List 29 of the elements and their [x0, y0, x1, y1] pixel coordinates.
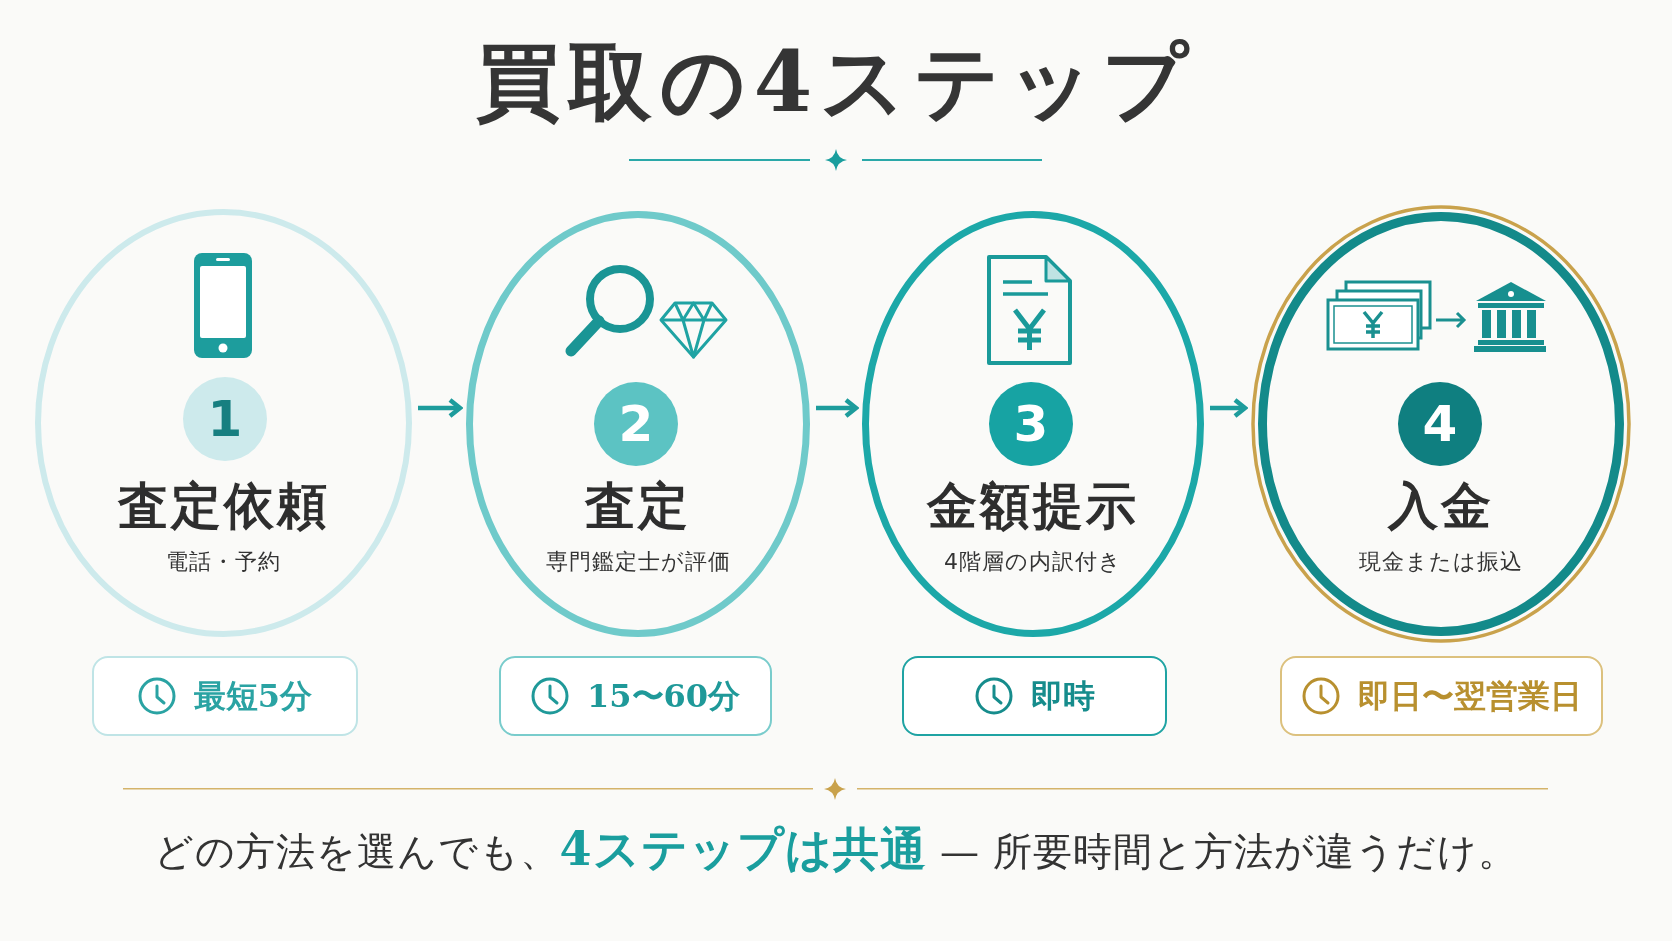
step-number-circle: 3 — [989, 382, 1073, 466]
duration-pill — [1280, 656, 1603, 736]
step-circle — [862, 211, 1204, 637]
duration-text: 最短5分 — [193, 676, 313, 716]
duration-text: 即時 — [1030, 676, 1095, 716]
duration-pill — [902, 656, 1167, 736]
step-circle — [35, 209, 412, 637]
duration-pill — [499, 656, 772, 736]
step-circle — [1251, 205, 1631, 643]
step-number-circle: 1 — [183, 377, 267, 461]
duration-text: 即日〜翌営業日 — [1357, 676, 1582, 716]
step-description: 電話・予約 — [166, 548, 281, 576]
diagram-title: 買取の4ステップ — [475, 34, 1197, 131]
caption-text: どの方法を選んでも、4ステップは共通 — 所要時間と方法が違うだけ。 — [153, 821, 1519, 878]
step-description: 4階層の内訳付き — [944, 548, 1122, 576]
step-title: 金額提示 — [927, 476, 1139, 536]
step-description: 現金または振込 — [1359, 548, 1523, 576]
step-circle — [466, 211, 810, 637]
duration-text: 15〜60分 — [586, 676, 741, 716]
step-number-circle: 4 — [1398, 382, 1482, 466]
step-title: 査定依頼 — [117, 476, 330, 536]
step-title: 入金 — [1388, 476, 1494, 536]
step-description: 専門鑑定士が評価 — [545, 548, 731, 576]
duration-pill — [92, 656, 358, 736]
step-title: 査定 — [585, 476, 691, 536]
arrow — [816, 397, 859, 419]
step-number-circle: 2 — [594, 382, 678, 466]
arrow — [1210, 397, 1248, 419]
arrow — [418, 397, 463, 419]
